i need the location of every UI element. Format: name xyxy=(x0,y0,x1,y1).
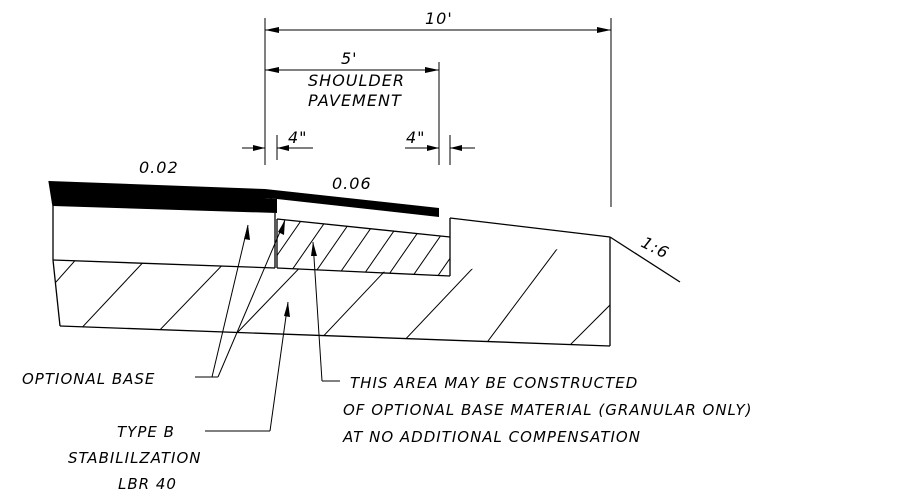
note-leader xyxy=(311,241,340,382)
dimension-shoulder-width: 5' SHOULDER PAVEMENT xyxy=(265,49,440,165)
dimension-offset-right-label: 4" xyxy=(406,128,426,147)
note-line3: AT NO ADDITIONAL COMPENSATION xyxy=(342,428,641,446)
dimension-shoulder-width-label: 5' xyxy=(341,49,358,68)
travel-lane-pavement xyxy=(49,181,277,213)
stabilization-label-line3: LBR 40 xyxy=(118,475,177,493)
optional-base-label: OPTIONAL BASE xyxy=(22,370,155,388)
shoulder-pavement xyxy=(265,189,439,217)
note-line2: OF OPTIONAL BASE MATERIAL (GRANULAR ONLY… xyxy=(343,401,753,419)
dimension-offset-right: 4" xyxy=(405,128,475,165)
shoulder-base-hatched-area xyxy=(276,218,451,277)
dimension-total-width: 10' xyxy=(264,9,612,207)
shoulder-label-line2: PAVEMENT xyxy=(308,91,402,110)
travel-lane-slope-label: 0.02 xyxy=(139,158,179,177)
dimension-total-width-label: 10' xyxy=(425,9,453,28)
dimension-offset-left: 4" xyxy=(242,128,313,160)
shoulder-label-line1: SHOULDER xyxy=(308,71,405,90)
stabilization-leader xyxy=(205,301,290,432)
stabilization-label-line1: TYPE B xyxy=(117,423,175,441)
shoulder-slope-label: 0.06 xyxy=(332,174,372,193)
type-b-stabilization-layer xyxy=(52,217,681,347)
note-line1: THIS AREA MAY BE CONSTRUCTED xyxy=(350,374,638,392)
stabilization-label-line2: STABILILZATION xyxy=(68,449,201,467)
optional-base-leaders xyxy=(195,219,286,378)
dimension-offset-left-label: 4" xyxy=(288,128,308,147)
